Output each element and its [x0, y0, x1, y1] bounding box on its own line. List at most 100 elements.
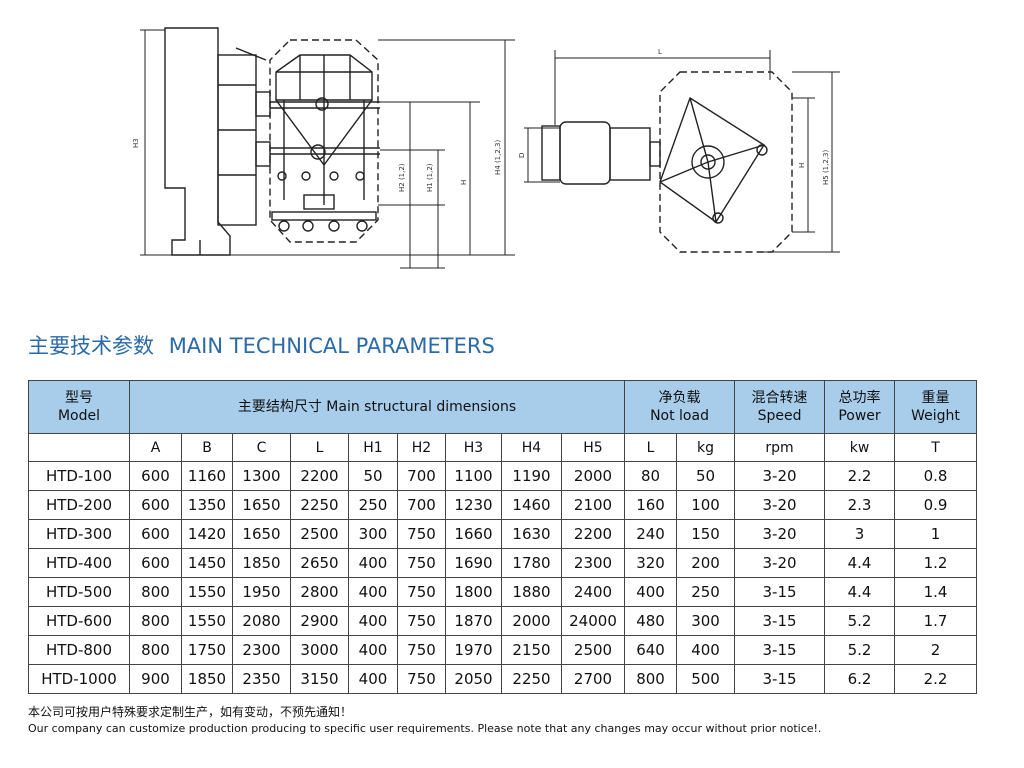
- value-cell: 750: [397, 635, 446, 665]
- value-cell: 1660: [445, 519, 502, 549]
- value-cell: 400: [676, 635, 736, 665]
- value-cell: 1630: [501, 519, 562, 549]
- dim-label-d: D: [518, 153, 526, 158]
- value-cell: 4.4: [824, 548, 896, 578]
- value-cell: 1550: [181, 577, 233, 607]
- value-cell: 150: [676, 519, 736, 549]
- value-cell: 800: [129, 635, 182, 665]
- value-cell: 800: [129, 606, 182, 636]
- value-cell: 1420: [181, 519, 233, 549]
- value-cell: 2700: [560, 664, 626, 694]
- value-cell: 400: [348, 635, 398, 665]
- value-cell: 3150: [290, 664, 349, 694]
- value-cell: 2200: [290, 461, 349, 491]
- value-cell: 900: [129, 664, 182, 694]
- value-cell: 320: [624, 548, 678, 578]
- unit-cell: A: [129, 433, 182, 462]
- unit-cell: L: [290, 433, 349, 462]
- value-cell: 3000: [290, 635, 349, 665]
- value-cell: 1850: [181, 664, 233, 694]
- value-cell: 200: [676, 548, 736, 578]
- value-cell: 400: [624, 577, 678, 607]
- value-cell: 1.4: [894, 577, 978, 607]
- value-cell: 1650: [232, 519, 291, 549]
- value-cell: 2400: [560, 577, 626, 607]
- value-cell: 2100: [560, 490, 626, 520]
- value-cell: 750: [397, 606, 446, 636]
- value-cell: 300: [348, 519, 398, 549]
- value-cell: 2000: [560, 461, 626, 491]
- value-cell: 5.2: [824, 635, 896, 665]
- footnote-en: Our company can customize production pro…: [28, 722, 822, 735]
- value-cell: 2200: [560, 519, 626, 549]
- value-cell: 240: [624, 519, 678, 549]
- value-cell: 2050: [445, 664, 502, 694]
- value-cell: 750: [397, 548, 446, 578]
- value-cell: 1650: [232, 490, 291, 520]
- unit-cell: rpm: [734, 433, 826, 462]
- value-cell: 480: [624, 606, 678, 636]
- value-cell: 1850: [232, 548, 291, 578]
- value-cell: 1100: [445, 461, 502, 491]
- value-cell: 3-15: [734, 664, 826, 694]
- model-cell: HTD-400: [28, 548, 130, 578]
- value-cell: 2250: [290, 490, 349, 520]
- value-cell: 1190: [501, 461, 562, 491]
- value-cell: 5.2: [824, 606, 896, 636]
- value-cell: 2.2: [894, 664, 978, 694]
- value-cell: 2300: [232, 635, 291, 665]
- value-cell: 250: [676, 577, 736, 607]
- dim-label-h: H: [460, 180, 468, 185]
- value-cell: 1780: [501, 548, 562, 578]
- value-cell: 700: [397, 490, 446, 520]
- header-dimensions: 主要结构尺寸 Main structural dimensions: [128, 380, 626, 434]
- value-cell: 3-15: [734, 577, 826, 607]
- value-cell: 700: [397, 461, 446, 491]
- value-cell: 1.2: [894, 548, 978, 578]
- value-cell: 3-15: [734, 635, 826, 665]
- value-cell: 0.9: [894, 490, 978, 520]
- value-cell: 24000: [560, 606, 626, 636]
- model-cell: HTD-200: [28, 490, 130, 520]
- dim-label-h1: H1 (1,2): [426, 163, 434, 192]
- value-cell: 3-20: [734, 519, 826, 549]
- model-cell: HTD-800: [28, 635, 130, 665]
- value-cell: 800: [624, 664, 678, 694]
- value-cell: 1750: [181, 635, 233, 665]
- dim-label-h3: H3: [132, 138, 140, 148]
- value-cell: 250: [348, 490, 398, 520]
- dim-label-h4: H4 (1,2,3): [494, 140, 502, 175]
- dim-label-right-h: H: [798, 163, 806, 168]
- value-cell: 160: [624, 490, 678, 520]
- value-cell: 50: [348, 461, 398, 491]
- value-cell: 2350: [232, 664, 291, 694]
- model-cell: HTD-100: [28, 461, 130, 491]
- units-row: A B C L H1 H2 H3 H4 H5 L kg rpm kw T: [28, 433, 978, 462]
- left-view-frame: [164, 27, 271, 256]
- value-cell: 400: [348, 664, 398, 694]
- value-cell: 3-20: [734, 461, 826, 491]
- value-cell: 6.2: [824, 664, 896, 694]
- value-cell: 2300: [560, 548, 626, 578]
- value-cell: 600: [129, 490, 182, 520]
- right-view: [541, 71, 793, 253]
- section-title: 主要技术参数 MAIN TECHNICAL PARAMETERS: [28, 330, 495, 360]
- value-cell: 1.7: [894, 606, 978, 636]
- value-cell: 400: [348, 548, 398, 578]
- value-cell: 3-20: [734, 490, 826, 520]
- value-cell: 800: [129, 577, 182, 607]
- value-cell: 1550: [181, 606, 233, 636]
- section-title-en: MAIN TECHNICAL PARAMETERS: [168, 334, 495, 358]
- left-view-vessel: [269, 39, 380, 243]
- unit-cell: L: [624, 433, 678, 462]
- value-cell: 50: [676, 461, 736, 491]
